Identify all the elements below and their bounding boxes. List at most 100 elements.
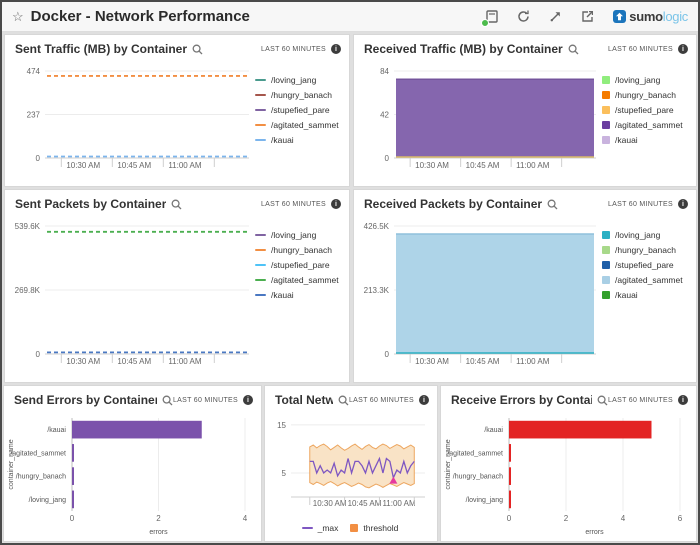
- time-range-label[interactable]: LAST 60 MINUTES: [260, 200, 326, 208]
- update-status-icon[interactable]: [481, 9, 499, 27]
- legend-item[interactable]: /loving_jang: [602, 230, 692, 240]
- info-icon[interactable]: [243, 395, 253, 405]
- panel-title: Sent Packets by Container: [15, 197, 167, 211]
- legend-item[interactable]: /stupefied_pare: [255, 260, 345, 270]
- svg-text:/agitated_sammet: /agitated_sammet: [10, 450, 66, 457]
- svg-text:0: 0: [507, 514, 512, 523]
- info-icon[interactable]: [331, 44, 341, 54]
- svg-text:11:00 AM: 11:00 AM: [382, 499, 416, 508]
- legend-label: /stupefied_pare: [271, 105, 330, 115]
- legend-swatch: [255, 124, 266, 126]
- legend-item[interactable]: /kauai: [255, 290, 345, 300]
- share-icon[interactable]: [580, 9, 595, 24]
- legend-item[interactable]: threshold: [350, 523, 398, 533]
- zoom-in-icon[interactable]: [568, 44, 579, 55]
- legend-item[interactable]: /stupefied_pare: [602, 105, 692, 115]
- legend-label: _max: [317, 523, 339, 533]
- legend-item[interactable]: /loving_jang: [255, 75, 345, 85]
- legend-item[interactable]: /hungry_banach: [602, 245, 692, 255]
- legend-item[interactable]: /agitated_sammet: [255, 275, 345, 285]
- info-icon[interactable]: [678, 395, 688, 405]
- chart-legend: /loving_jang/hungry_banach/stupefied_par…: [255, 216, 345, 378]
- legend-item[interactable]: /hungry_banach: [255, 90, 345, 100]
- legend-swatch: [602, 76, 610, 84]
- legend-item[interactable]: /kauai: [602, 290, 692, 300]
- legend-item[interactable]: /hungry_banach: [255, 245, 345, 255]
- legend-label: /agitated_sammet: [615, 120, 683, 130]
- svg-text:4: 4: [243, 514, 248, 523]
- panel-receive-errors: Receive Errors by Container LAST 60 MINU…: [440, 385, 697, 542]
- chart-legend: _max threshold: [267, 519, 433, 537]
- panel-total-network-errors: Total Network Err... LAST 60 MINUTES 515…: [264, 385, 438, 542]
- legend-swatch: [602, 291, 610, 299]
- svg-text:10:30 AM: 10:30 AM: [415, 161, 449, 170]
- zoom-in-icon[interactable]: [547, 199, 558, 210]
- svg-text:10:30 AM: 10:30 AM: [66, 161, 100, 170]
- time-range-label[interactable]: LAST 60 MINUTES: [348, 396, 414, 404]
- time-range-label[interactable]: LAST 60 MINUTES: [607, 396, 673, 404]
- legend-label: /kauai: [615, 290, 638, 300]
- time-range-label[interactable]: LAST 60 MINUTES: [260, 45, 326, 53]
- legend-swatch: [602, 91, 610, 99]
- expand-icon[interactable]: [548, 9, 563, 24]
- panel-title: Sent Traffic (MB) by Container: [15, 42, 188, 56]
- zoom-in-icon[interactable]: [171, 199, 182, 210]
- panel-sent-traffic: Sent Traffic (MB) by Container LAST 60 M…: [4, 34, 350, 187]
- panel-header: Sent Packets by Container LAST 60 MINUTE…: [5, 190, 349, 214]
- panel-header: Received Traffic (MB) by Container LAST …: [354, 35, 696, 59]
- svg-text:container_name: container_name: [445, 439, 452, 489]
- time-range-label[interactable]: LAST 60 MINUTES: [607, 45, 673, 53]
- svg-text:0: 0: [36, 350, 41, 359]
- legend-item[interactable]: /agitated_sammet: [255, 120, 345, 130]
- refresh-icon[interactable]: [516, 9, 531, 24]
- time-range-label[interactable]: LAST 60 MINUTES: [607, 200, 673, 208]
- legend-swatch: [255, 94, 266, 96]
- svg-text:213.3K: 213.3K: [364, 286, 390, 295]
- legend-label: /agitated_sammet: [271, 120, 339, 130]
- panel-header: Received Packets by Container LAST 60 MI…: [354, 190, 696, 214]
- time-range-label[interactable]: LAST 60 MINUTES: [172, 396, 238, 404]
- svg-text:container_name: container_name: [8, 439, 15, 489]
- legend-label: /stupefied_pare: [615, 105, 674, 115]
- legend-item[interactable]: /stupefied_pare: [602, 260, 692, 270]
- legend-item[interactable]: /stupefied_pare: [255, 105, 345, 115]
- legend-item[interactable]: /loving_jang: [602, 75, 692, 85]
- legend-item[interactable]: /kauai: [255, 135, 345, 145]
- legend-label: /hungry_banach: [615, 245, 676, 255]
- zoom-in-icon[interactable]: [192, 44, 203, 55]
- legend-item[interactable]: /hungry_banach: [602, 90, 692, 100]
- info-icon[interactable]: [678, 199, 688, 209]
- legend-item[interactable]: /loving_jang: [255, 230, 345, 240]
- legend-label: /stupefied_pare: [271, 260, 330, 270]
- panel-title: Received Packets by Container: [364, 197, 543, 211]
- zoom-in-icon[interactable]: [162, 395, 173, 406]
- favorite-star-icon[interactable]: [12, 9, 24, 25]
- legend-item[interactable]: /agitated_sammet: [602, 120, 692, 130]
- info-icon[interactable]: [331, 199, 341, 209]
- legend-swatch: [602, 106, 610, 114]
- legend-item[interactable]: _max: [301, 523, 339, 533]
- legend-item[interactable]: /agitated_sammet: [602, 275, 692, 285]
- info-icon[interactable]: [419, 395, 429, 405]
- legend-item[interactable]: /kauai: [602, 135, 692, 145]
- legend-swatch: [255, 264, 266, 266]
- legend-label: /agitated_sammet: [615, 275, 683, 285]
- chart-legend: /loving_jang/hungry_banach/stupefied_par…: [255, 61, 345, 182]
- svg-text:10:45 AM: 10:45 AM: [466, 161, 500, 170]
- svg-text:10:45 AM: 10:45 AM: [117, 357, 151, 366]
- zoom-in-icon[interactable]: [597, 395, 608, 406]
- info-icon[interactable]: [678, 44, 688, 54]
- zoom-in-icon[interactable]: [338, 395, 349, 406]
- legend-label: /hungry_banach: [271, 90, 332, 100]
- legend-label: /kauai: [271, 135, 294, 145]
- panel-sent-packets: Sent Packets by Container LAST 60 MINUTE…: [4, 189, 350, 383]
- svg-text:10:45 AM: 10:45 AM: [348, 499, 382, 508]
